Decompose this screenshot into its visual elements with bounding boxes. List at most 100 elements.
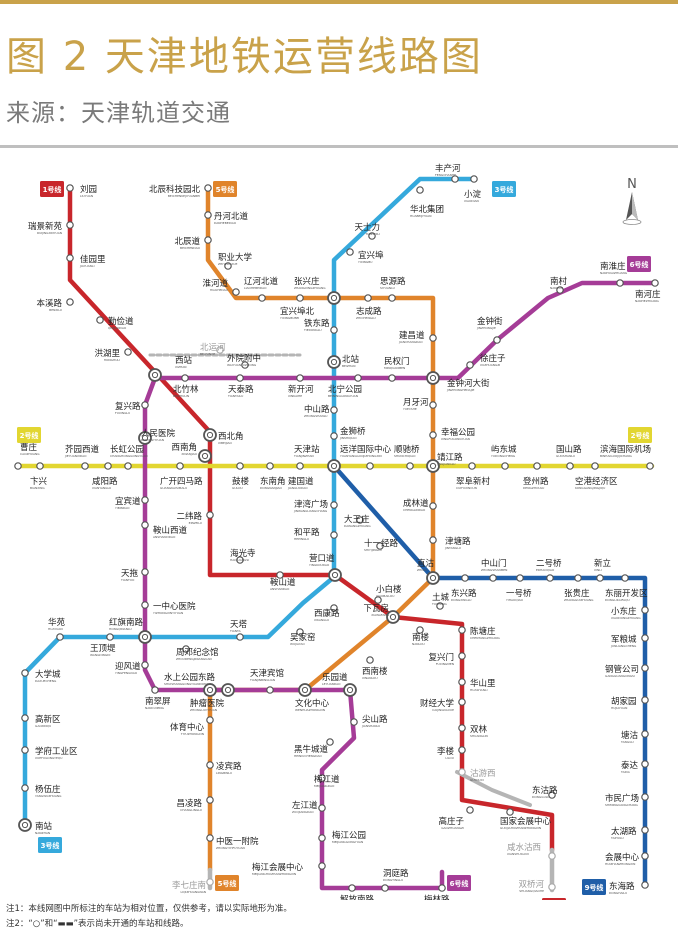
station-wujiayao: [296, 628, 304, 636]
station-beichendao: [204, 236, 212, 244]
station-renminyiyuan: [138, 431, 152, 445]
station-label: 东海路: [609, 881, 635, 892]
station-label: 建昌道: [399, 330, 425, 341]
station-beininggongyuan: [354, 374, 362, 382]
station-code: YINGFENGDAO: [115, 671, 138, 675]
station-code: CHENGLINDAO: [403, 508, 426, 512]
station-label: 王顶堤: [90, 643, 116, 654]
station-code: ZHIYEDAXUE: [218, 262, 237, 266]
station-label: 双桥河: [518, 879, 544, 890]
station-label: 天津宾馆: [250, 668, 284, 679]
station-huizhanzhongxin: [641, 852, 649, 860]
station-code: CHANGHONGGONGYUAN: [110, 454, 148, 458]
svg-text:9号线: 9号线: [585, 883, 604, 892]
station-meijianggongyuan: [318, 834, 326, 842]
station-code: ERHAOQIAO: [536, 568, 555, 572]
station-danhebeidao: [204, 211, 212, 219]
station-tianshili: [368, 232, 376, 240]
station-code: DONGHAILU: [609, 891, 627, 895]
station-guojiahuizhanzhongxin: [506, 808, 514, 816]
station-label: 会展中心: [605, 852, 640, 863]
station-label: 凌宾路: [216, 761, 242, 772]
station-code: XINKAIHE: [288, 394, 302, 398]
footnotes: 注1：本线网图中所标注的车站为相对位置，仅供参考，请以实际地形为准。 注2：“○…: [6, 902, 292, 932]
station-xiawafang: [386, 610, 400, 624]
station-label: 梅江会展中心: [252, 862, 304, 873]
station-code: ZHIGU: [417, 568, 427, 572]
station-label: 中山路: [304, 404, 330, 415]
station-label: 直沽: [417, 558, 435, 569]
station-label: 志成路: [356, 306, 382, 317]
station-label: 津湾广场: [294, 499, 328, 510]
station-label: 李楼: [437, 746, 455, 757]
station-label: 梅江公园: [332, 830, 366, 841]
svg-text:2号线: 2号线: [631, 431, 650, 440]
station-label: 丹河北道: [214, 211, 249, 222]
station-yueyahe: [429, 401, 437, 409]
station-code: HUIZHANZHONGXIN: [605, 862, 635, 866]
station-label: 北运河: [200, 342, 226, 353]
station-zhoudengjinianguan: [182, 645, 190, 653]
station-code: TIANJINZHAN: [293, 454, 314, 458]
station-nanhezhuang: [651, 279, 659, 287]
station-label: 思源路: [380, 276, 406, 287]
station-label: 土城: [432, 592, 450, 603]
station-label: 北辰道: [174, 236, 200, 247]
station-label: 鞍山道: [270, 577, 296, 588]
station-code: HEPINGLU: [294, 537, 309, 541]
station-label: 天塔: [230, 619, 248, 630]
station-zhichenglu: [364, 294, 372, 302]
station-nanhuaizhuang: [616, 279, 624, 287]
station-code: BIANXING: [30, 486, 45, 490]
station-code: YUDONGCHENG: [491, 454, 516, 458]
station-code: FENGCHANHE: [435, 173, 456, 177]
station-code: LIAOHEBEIDAO: [244, 286, 267, 290]
station-label: 刘园: [80, 184, 97, 195]
station-liaohebeidao: [258, 294, 266, 302]
station-code: GANGGUANGONGSI: [605, 674, 635, 678]
station-label: 辽河北道: [244, 276, 279, 287]
station-erhaoqiao: [546, 574, 554, 582]
station-zhongliuyiyuan: [203, 683, 217, 697]
station-label: 肿瘤医院: [190, 698, 225, 709]
station-code: TIANTA: [229, 629, 242, 633]
station-code: JINZHONGJIE: [476, 326, 496, 330]
station-qinjiandao: [96, 316, 104, 324]
station-jianchangdao: [429, 334, 437, 342]
line-2-badge: 2号线: [628, 427, 652, 443]
line-3-segment-3: [22, 176, 477, 828]
station-label: 金钟街: [477, 316, 503, 327]
station-jingjianglu: [426, 459, 440, 473]
station-nanlou: [416, 626, 424, 634]
station-code: GUANGKAISIMALU: [160, 486, 187, 490]
station-code: MINQUANMEN: [384, 366, 405, 370]
station-dongnanjiao: [266, 462, 274, 470]
station-label: 文化中心: [295, 698, 330, 709]
station-code: ZHONGLIUYIYUAN: [190, 708, 217, 712]
station-wenhuazhongxin: [298, 683, 312, 697]
station-code: YANGWUZHUANG: [35, 794, 62, 798]
station-label: 大学城: [35, 669, 61, 680]
station-code: FUXINGMEN: [436, 662, 454, 666]
station-code: BEICHENDAO: [180, 246, 201, 250]
station-code: ZHANGXINGZHUANG: [294, 286, 326, 290]
station-label: 二纬路: [176, 511, 202, 522]
station-code: RUIJINGXINYUAN: [37, 231, 62, 235]
station-code: KONGGANGJINGJIQU: [575, 486, 605, 490]
station-guangkaisimalu: [176, 462, 184, 470]
station-label: 沽游西: [470, 768, 496, 779]
station-tianta: [236, 633, 244, 641]
badges-layer: 1号线5号线3号线6号线2号线2号线3号线5号线6号线1号线9号线: [17, 181, 652, 900]
station-anshanxidao: [141, 521, 149, 529]
station-code: YIXINGBUBEI: [280, 316, 299, 320]
station-label: 营口道: [309, 553, 335, 564]
station-shuishanggongyuandonglu: [221, 683, 235, 697]
station-label: 北站: [342, 354, 360, 365]
station-fuxingmen: [458, 652, 466, 660]
station-code: XINGFUGONGYUAN: [441, 437, 470, 441]
station-code: JIANSHANLU: [361, 724, 380, 728]
station-xiaodongzhuang: [641, 606, 649, 614]
station-xiaobailou: [374, 596, 382, 604]
station-tianjinzhan: [327, 459, 341, 473]
station-label: 外院附中: [227, 353, 261, 364]
